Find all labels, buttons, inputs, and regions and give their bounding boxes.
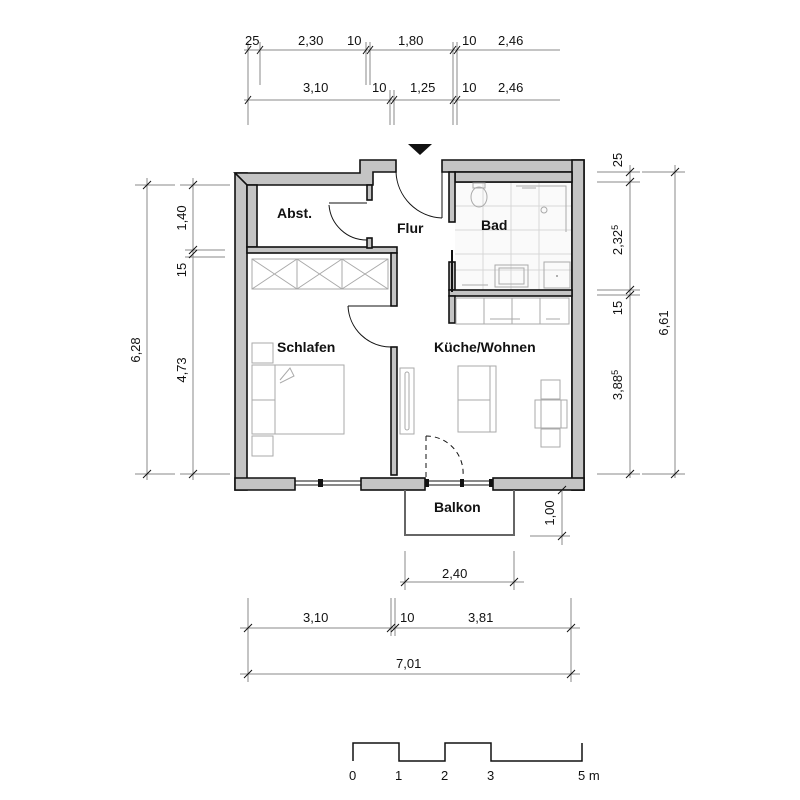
room-label-bad: Bad bbox=[481, 217, 507, 233]
kitchen-counter bbox=[455, 297, 570, 325]
dim-bottom-2: 10 bbox=[400, 610, 414, 625]
dim-top2-3: 1,25 bbox=[410, 80, 435, 95]
dim-top-6: 2,46 bbox=[498, 33, 523, 48]
dim-top-5: 10 bbox=[462, 33, 476, 48]
room-label-kueche-wohnen: Küche/Wohnen bbox=[434, 339, 536, 355]
dim-left-2: 15 bbox=[174, 263, 189, 277]
scale-bar: 0 1 2 3 5 m bbox=[349, 742, 600, 783]
scale-label-3: 3 bbox=[487, 768, 494, 783]
scale-label-5m: 5 m bbox=[578, 768, 600, 783]
dim-left-1: 1,40 bbox=[174, 205, 189, 230]
dim-top-4: 1,80 bbox=[398, 33, 423, 48]
dim-top2-2: 10 bbox=[372, 80, 386, 95]
dim-top-1: 25 bbox=[245, 33, 259, 48]
room-label-schlafen: Schlafen bbox=[277, 339, 335, 355]
bathroom-tiles bbox=[455, 182, 572, 290]
dim-left-total: 6,28 bbox=[128, 337, 143, 362]
washing-machine bbox=[543, 261, 571, 289]
dim-top2-5: 2,46 bbox=[498, 80, 523, 95]
scale-label-1: 1 bbox=[395, 768, 402, 783]
sink bbox=[494, 264, 529, 288]
toilet bbox=[470, 182, 488, 208]
top-dimensions: 25 2,30 10 1,80 10 2,46 3,10 10 1,25 10 … bbox=[244, 33, 560, 125]
bed bbox=[251, 342, 345, 457]
bottom-dimensions: 3,10 10 3,81 7,01 bbox=[240, 598, 580, 682]
balcony bbox=[404, 490, 515, 536]
dim-bottom-1: 3,10 bbox=[303, 610, 328, 625]
dim-bottom-total: 7,01 bbox=[396, 656, 421, 671]
dim-bottom-3: 3,81 bbox=[468, 610, 493, 625]
furniture bbox=[251, 182, 571, 457]
dim-right-2: 2,325 bbox=[610, 225, 625, 255]
scale-label-2: 2 bbox=[441, 768, 448, 783]
entrance-arrow-icon bbox=[408, 144, 432, 155]
wardrobe bbox=[251, 258, 389, 290]
dim-right-1: 25 bbox=[610, 153, 625, 167]
left-dimensions: 6,28 1,40 15 4,73 bbox=[128, 178, 230, 480]
windows bbox=[295, 479, 493, 487]
right-dimensions: 25 2,325 15 3,885 6,61 bbox=[597, 153, 685, 479]
dim-left-3: 4,73 bbox=[174, 357, 189, 382]
sofa bbox=[457, 365, 497, 433]
doors bbox=[328, 171, 464, 478]
balcony-dimensions: 1,00 2,40 bbox=[400, 485, 570, 590]
dim-right-4: 3,885 bbox=[610, 370, 625, 400]
dim-top2-1: 3,10 bbox=[303, 80, 328, 95]
scale-label-0: 0 bbox=[349, 768, 356, 783]
walls bbox=[233, 159, 585, 491]
room-label-flur: Flur bbox=[397, 220, 424, 236]
dim-balcony-depth: 1,00 bbox=[542, 500, 557, 525]
tv-shelf bbox=[399, 367, 415, 435]
shower bbox=[516, 185, 567, 232]
dim-balcony-width: 2,40 bbox=[442, 566, 467, 581]
dim-top2-4: 10 bbox=[462, 80, 476, 95]
dim-right-3: 15 bbox=[610, 301, 625, 315]
dining-table bbox=[534, 379, 568, 448]
room-label-abstellraum: Abst. bbox=[277, 205, 312, 221]
room-label-balkon: Balkon bbox=[434, 499, 481, 515]
dim-top-3: 10 bbox=[347, 33, 361, 48]
dim-right-total: 6,61 bbox=[656, 310, 671, 335]
dim-top-2: 2,30 bbox=[298, 33, 323, 48]
